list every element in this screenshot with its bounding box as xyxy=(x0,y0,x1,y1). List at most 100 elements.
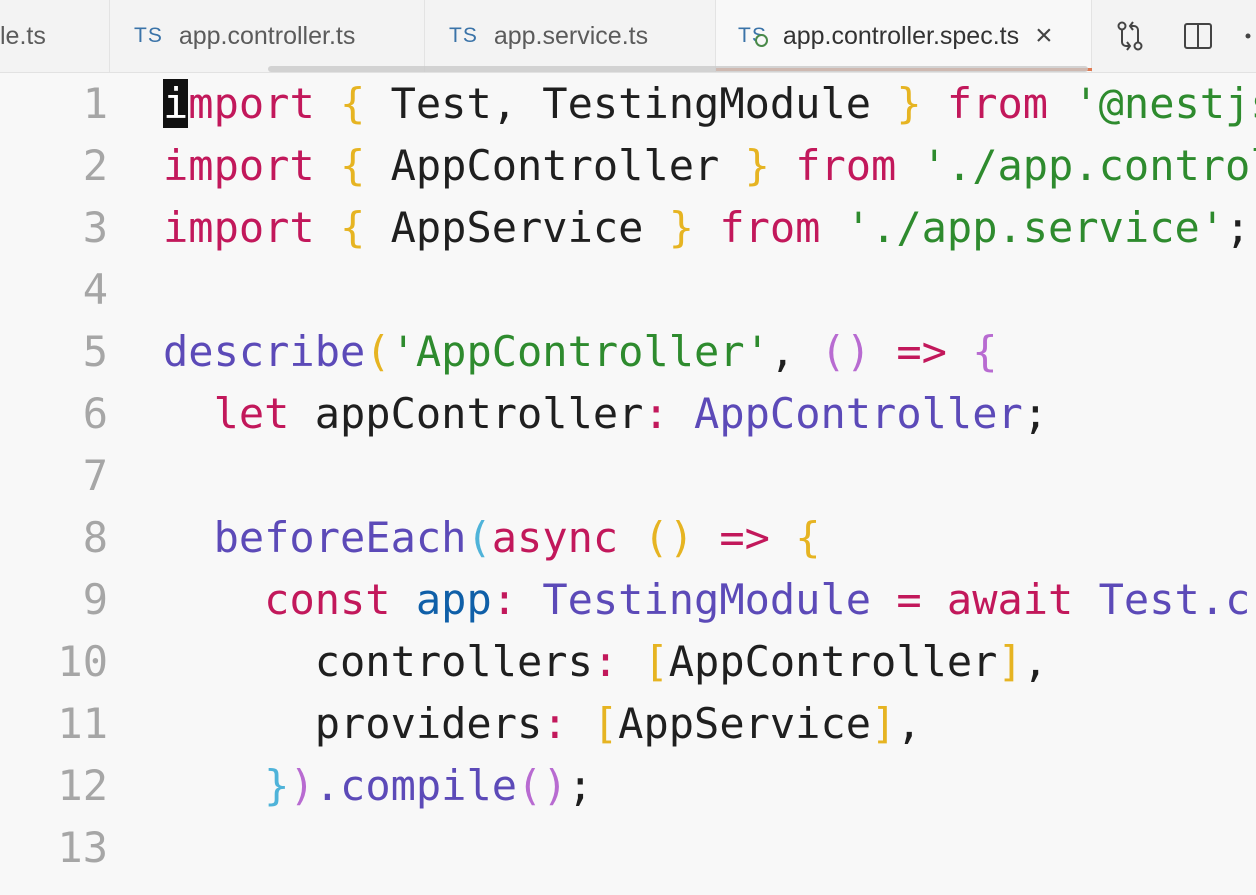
tab-label: app.controller.ts xyxy=(178,21,356,50)
code-line[interactable]: 9 const app: TestingModule = await Test.… xyxy=(0,569,1256,631)
code-token: let xyxy=(213,389,315,438)
code-text: }).compile(); xyxy=(163,755,593,817)
text-cursor: i xyxy=(163,79,189,128)
line-number: 11 xyxy=(57,699,108,748)
code-token: } xyxy=(744,141,796,190)
code-token: [ xyxy=(592,699,619,748)
code-token: ] xyxy=(871,699,897,748)
code-token: from xyxy=(795,141,922,190)
code-token: beforeEach xyxy=(213,513,467,562)
close-icon[interactable]: × xyxy=(1035,19,1053,52)
tabs-scrollbar[interactable] xyxy=(268,66,1088,72)
code-token xyxy=(163,513,214,562)
code-line[interactable]: 4 xyxy=(0,259,1256,321)
code-token: : xyxy=(491,575,543,624)
code-area[interactable]: 1 import { Test, TestingModule } from '@n… xyxy=(0,73,1256,895)
code-line[interactable]: 1 import { Test, TestingModule } from '@n… xyxy=(0,73,1256,135)
code-line[interactable]: 5 describe('AppController', () => { xyxy=(0,321,1256,383)
code-token xyxy=(163,575,264,624)
code-text: import { Test, TestingModule } from '@ne… xyxy=(163,73,1256,135)
code-token: { xyxy=(795,513,821,562)
code-token: app xyxy=(415,575,492,624)
line-number: 1 xyxy=(82,79,108,128)
compare-changes-icon[interactable] xyxy=(1112,18,1148,54)
code-token: ] xyxy=(997,637,1023,686)
code-token: [ xyxy=(643,637,669,686)
code-token: ) xyxy=(289,761,315,810)
code-token: Test, TestingModule xyxy=(390,79,897,128)
code-token: AppController xyxy=(694,389,1023,438)
line-number: 12 xyxy=(57,761,108,810)
code-token: => xyxy=(719,513,796,562)
code-token: appController xyxy=(314,389,644,438)
code-token: AppController xyxy=(668,637,998,686)
code-token: AppService xyxy=(390,203,669,252)
code-token: './app.service' xyxy=(845,203,1226,252)
code-token xyxy=(163,389,214,438)
line-number: 7 xyxy=(82,451,108,500)
tab-label: app.service.ts xyxy=(493,21,649,50)
code-text: import { AppController } from './app.con… xyxy=(163,135,1256,197)
line-number: 2 xyxy=(82,141,108,190)
code-token: providers xyxy=(163,699,543,748)
code-text: let appController: AppController; xyxy=(163,383,1049,445)
code-token: () xyxy=(820,327,897,376)
code-text: describe('AppController', () => { xyxy=(163,321,997,383)
line-number: 4 xyxy=(82,265,108,314)
code-line[interactable]: 10 controllers: [AppController], xyxy=(0,631,1256,693)
code-text: import { AppService } from './app.servic… xyxy=(163,197,1250,259)
tab-app-service[interactable]: TS app.service.ts xyxy=(425,0,716,72)
code-token: } xyxy=(668,203,720,252)
code-token: AppService xyxy=(618,699,872,748)
code-line[interactable]: 7 xyxy=(0,445,1256,507)
code-token: await xyxy=(946,575,1099,624)
typescript-file-icon: TS xyxy=(134,24,163,47)
code-line[interactable]: 3 import { AppService } from './app.servi… xyxy=(0,197,1256,259)
code-token: ( xyxy=(365,327,391,376)
code-token: : xyxy=(643,389,695,438)
code-line[interactable]: 6 let appController: AppController; xyxy=(0,383,1256,445)
line-number: 6 xyxy=(82,389,108,438)
code-token: { xyxy=(340,79,391,128)
line-number: 10 xyxy=(57,637,108,686)
tab-module[interactable]: le.ts xyxy=(0,0,110,72)
tab-label: le.ts xyxy=(0,21,46,50)
code-line[interactable]: 11 providers: [AppService], xyxy=(0,693,1256,755)
code-token: import xyxy=(163,203,341,252)
code-token: from xyxy=(946,79,1074,128)
code-token: ; xyxy=(567,761,593,810)
code-token: () xyxy=(643,513,720,562)
code-line[interactable]: 13 xyxy=(0,817,1256,879)
code-token: const xyxy=(264,575,416,624)
code-token: from xyxy=(719,203,846,252)
code-token: ; xyxy=(1225,203,1251,252)
code-token: TestingModule xyxy=(542,575,897,624)
code-text: controllers: [AppController], xyxy=(163,631,1048,693)
code-token: describe xyxy=(163,327,366,376)
line-number: 8 xyxy=(82,513,108,562)
code-token: controllers xyxy=(163,637,593,686)
code-line[interactable]: 8 beforeEach(async () => { xyxy=(0,507,1256,569)
code-token: : xyxy=(542,699,593,748)
code-text: providers: [AppService], xyxy=(163,693,922,755)
code-token: } xyxy=(264,761,290,810)
code-token: { xyxy=(340,203,391,252)
code-token: => xyxy=(896,327,973,376)
line-number: 3 xyxy=(82,203,108,252)
code-token: { xyxy=(340,141,391,190)
tab-label: app.controller.spec.ts xyxy=(782,21,1020,50)
code-token: , xyxy=(1022,637,1049,686)
split-editor-icon[interactable] xyxy=(1180,18,1216,54)
tab-app-controller[interactable]: TS app.controller.ts xyxy=(110,0,425,72)
code-text: const app: TestingModule = await Test.cr xyxy=(163,569,1256,631)
code-token: '@nestjs xyxy=(1073,79,1256,128)
code-line[interactable]: 12 }).compile(); xyxy=(0,755,1256,817)
typescript-test-file-icon: TS xyxy=(738,24,768,47)
code-line[interactable]: 2 import { AppController } from './app.co… xyxy=(0,135,1256,197)
code-token: : xyxy=(592,637,644,686)
more-actions-icon[interactable] xyxy=(1240,18,1256,54)
code-token: './app.control xyxy=(921,141,1256,190)
line-number: 5 xyxy=(82,327,108,376)
code-token: () xyxy=(517,761,568,810)
tab-app-controller-spec[interactable]: TS app.controller.spec.ts × xyxy=(716,0,1092,72)
